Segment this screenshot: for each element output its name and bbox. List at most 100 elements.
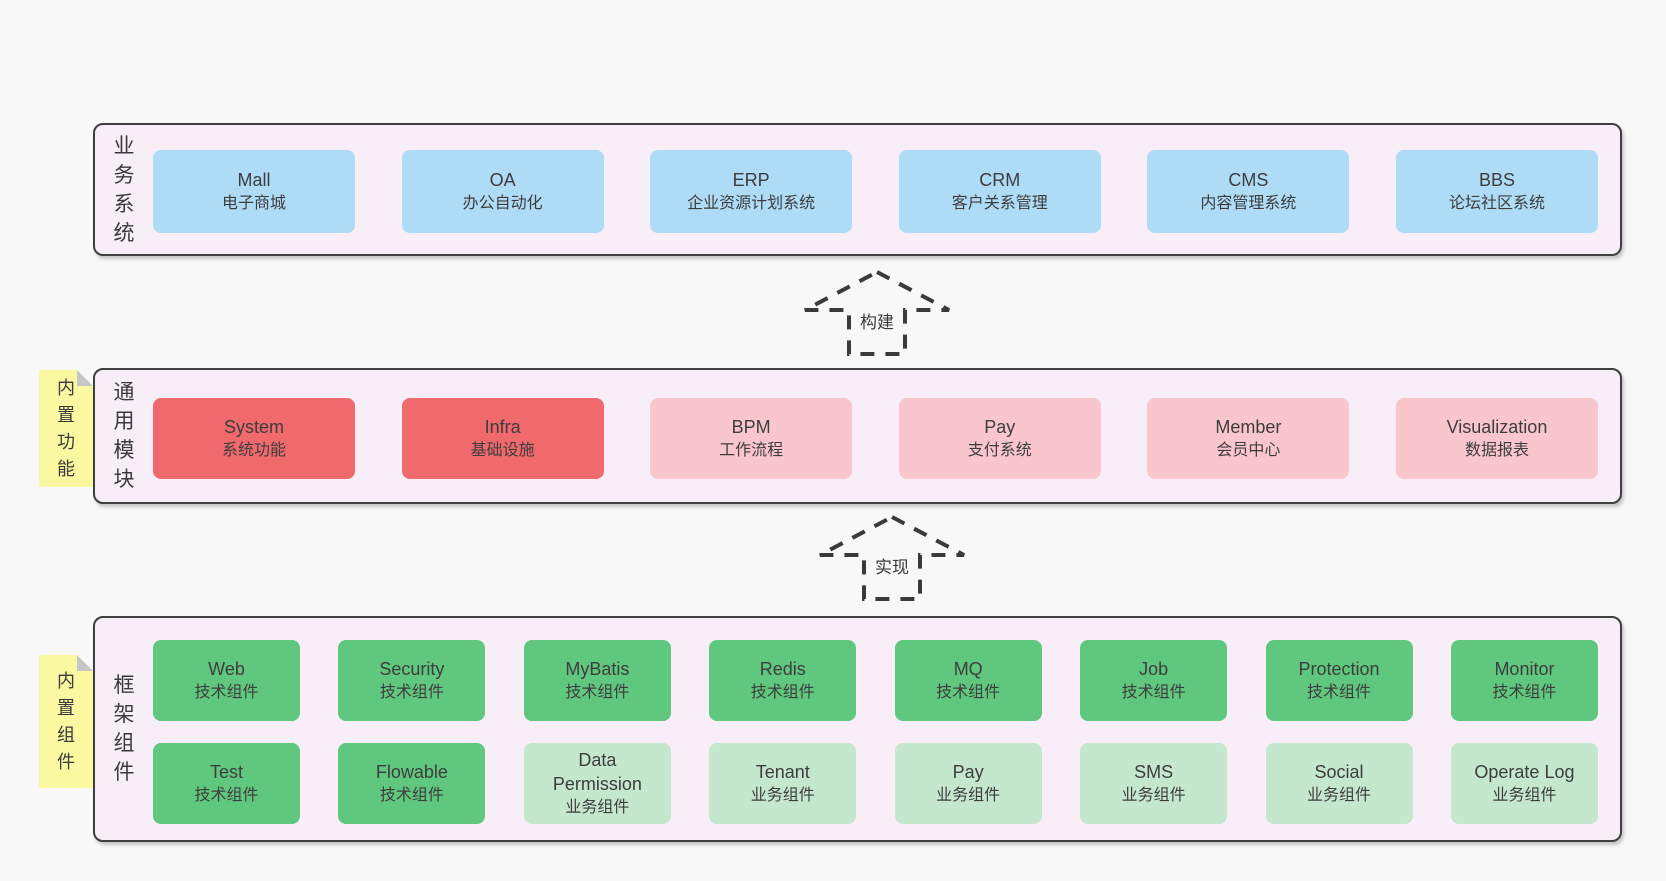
box-title: MyBatis bbox=[565, 659, 630, 679]
box-subtitle: 论坛社区系统 bbox=[1448, 195, 1545, 212]
box-subtitle: 会员中心 bbox=[1216, 442, 1281, 459]
arrow-implement: 实现 bbox=[817, 514, 967, 602]
arrow-implement-label: 实现 bbox=[872, 553, 912, 578]
box-subtitle: 业务组件 bbox=[565, 799, 630, 816]
box-subtitle: 技术组件 bbox=[379, 684, 444, 701]
box-subtitle: 技术组件 bbox=[1121, 684, 1186, 701]
framework-components-row-1: Web 技术组件 Security 技术组件 MyBatis 技术组件 Redi… bbox=[153, 640, 1598, 721]
box-title: Monitor bbox=[1494, 659, 1555, 679]
box-title: Security bbox=[379, 659, 445, 679]
box-subtitle: 业务组件 bbox=[936, 787, 1001, 804]
box-subtitle: 技术组件 bbox=[1492, 684, 1557, 701]
box-mq: MQ 技术组件 bbox=[894, 640, 1042, 721]
box-security: Security 技术组件 bbox=[338, 640, 486, 721]
box-subtitle: 技术组件 bbox=[194, 787, 259, 804]
box-monitor: Monitor 技术组件 bbox=[1450, 640, 1598, 721]
box-title: Flowable bbox=[375, 762, 448, 782]
box-title: Pay bbox=[952, 762, 984, 782]
layer-label-text: 框架组件 bbox=[113, 674, 135, 784]
box-subtitle: 内容管理系统 bbox=[1200, 195, 1297, 212]
box-subtitle: 数据报表 bbox=[1464, 442, 1529, 459]
box-title: Operate Log bbox=[1474, 762, 1575, 782]
arrow-build: 构建 bbox=[802, 269, 952, 357]
common-modules-row: System 系统功能 Infra 基础设施 BPM 工作流程 Pay 支付系统… bbox=[153, 398, 1598, 479]
box-subtitle: 办公自动化 bbox=[462, 195, 543, 212]
box-subtitle: 技术组件 bbox=[936, 684, 1001, 701]
box-flowable: Flowable 技术组件 bbox=[338, 743, 486, 824]
box-subtitle: 技术组件 bbox=[194, 684, 259, 701]
box-pay-component: Pay 业务组件 bbox=[894, 743, 1042, 824]
box-subtitle: 技术组件 bbox=[750, 684, 815, 701]
box-cms: CMS 内容管理系统 bbox=[1147, 150, 1350, 233]
layer-framework-components: 框架组件 Web 技术组件 Security 技术组件 MyBatis 技术组件… bbox=[93, 616, 1622, 842]
box-oa: OA 办公自动化 bbox=[401, 150, 604, 233]
box-subtitle: 业务组件 bbox=[1492, 787, 1557, 804]
box-title: Protection bbox=[1298, 659, 1380, 679]
box-title: Test bbox=[209, 762, 243, 782]
box-erp: ERP 企业资源计划系统 bbox=[650, 150, 853, 233]
sticky-built-in-components: 内置组件 bbox=[39, 655, 93, 788]
box-title: CMS bbox=[1228, 170, 1269, 190]
box-subtitle: 业务组件 bbox=[1121, 787, 1186, 804]
box-sms: SMS 业务组件 bbox=[1080, 743, 1228, 824]
sticky-text: 内置功能 bbox=[57, 377, 75, 479]
box-title: SMS bbox=[1134, 762, 1174, 782]
box-subtitle: 客户关系管理 bbox=[951, 195, 1048, 212]
layer-common-modules: 通用模块 System 系统功能 Infra 基础设施 BPM 工作流程 Pay… bbox=[93, 368, 1622, 504]
box-web: Web 技术组件 bbox=[153, 640, 300, 721]
box-title: Tenant bbox=[755, 762, 810, 782]
box-pay-module: Pay 支付系统 bbox=[898, 398, 1101, 479]
sticky-built-in-features: 内置功能 bbox=[39, 370, 93, 487]
box-system: System 系统功能 bbox=[153, 398, 355, 479]
box-title: System bbox=[223, 417, 284, 437]
box-subtitle: 电子商城 bbox=[221, 195, 286, 212]
box-subtitle: 业务组件 bbox=[1307, 787, 1372, 804]
layer-label-text: 通用模块 bbox=[113, 381, 135, 491]
business-systems-row: Mall 电子商城 OA 办公自动化 ERP 企业资源计划系统 CRM 客户关系… bbox=[153, 150, 1598, 233]
box-title: MQ bbox=[953, 659, 983, 679]
box-title: Redis bbox=[759, 659, 806, 679]
folded-corner-icon bbox=[77, 370, 93, 386]
box-title: Social bbox=[1314, 762, 1364, 782]
box-subtitle: 技术组件 bbox=[379, 787, 444, 804]
layer-business-systems-label: 业务系统 bbox=[108, 125, 140, 254]
framework-components-row-2: Test 技术组件 Flowable 技术组件 Data Permission … bbox=[153, 743, 1598, 824]
box-subtitle: 工作流程 bbox=[719, 442, 784, 459]
box-data-permission: Data Permission 业务组件 bbox=[523, 743, 671, 824]
box-crm: CRM 客户关系管理 bbox=[898, 150, 1101, 233]
sticky-text: 内置组件 bbox=[57, 670, 75, 772]
box-bbs: BBS 论坛社区系统 bbox=[1395, 150, 1598, 233]
box-title: Visualization bbox=[1446, 417, 1548, 437]
box-title: Member bbox=[1215, 417, 1282, 437]
layer-framework-components-label: 框架组件 bbox=[108, 618, 140, 840]
box-test: Test 技术组件 bbox=[153, 743, 300, 824]
box-title: Mall bbox=[237, 170, 271, 190]
box-subtitle: 基础设施 bbox=[470, 442, 535, 459]
box-title: Web bbox=[208, 659, 245, 679]
layer-label-text: 业务系统 bbox=[113, 134, 135, 245]
box-operate-log: Operate Log 业务组件 bbox=[1450, 743, 1598, 824]
box-infra: Infra 基础设施 bbox=[401, 398, 604, 479]
box-redis: Redis 技术组件 bbox=[709, 640, 857, 721]
box-bpm: BPM 工作流程 bbox=[650, 398, 853, 479]
box-subtitle: 系统功能 bbox=[221, 442, 286, 459]
box-tenant: Tenant 业务组件 bbox=[709, 743, 857, 824]
box-social: Social 业务组件 bbox=[1265, 743, 1413, 824]
box-subtitle: 业务组件 bbox=[750, 787, 815, 804]
box-mybatis: MyBatis 技术组件 bbox=[523, 640, 671, 721]
box-subtitle: 技术组件 bbox=[565, 684, 630, 701]
box-title: BPM bbox=[731, 417, 771, 437]
box-title: Pay bbox=[984, 417, 1016, 437]
box-protection: Protection 技术组件 bbox=[1265, 640, 1413, 721]
box-subtitle: 企业资源计划系统 bbox=[687, 195, 816, 212]
box-member: Member 会员中心 bbox=[1147, 398, 1350, 479]
box-job: Job 技术组件 bbox=[1080, 640, 1228, 721]
folded-corner-icon bbox=[77, 655, 93, 671]
box-subtitle: 支付系统 bbox=[967, 442, 1032, 459]
layer-business-systems: 业务系统 Mall 电子商城 OA 办公自动化 ERP 企业资源计划系统 CRM… bbox=[93, 123, 1622, 256]
box-subtitle: 技术组件 bbox=[1307, 684, 1372, 701]
box-title: CRM bbox=[979, 170, 1021, 190]
box-visualization: Visualization 数据报表 bbox=[1395, 398, 1598, 479]
box-title: Infra bbox=[484, 417, 521, 437]
box-title: ERP bbox=[732, 170, 770, 190]
